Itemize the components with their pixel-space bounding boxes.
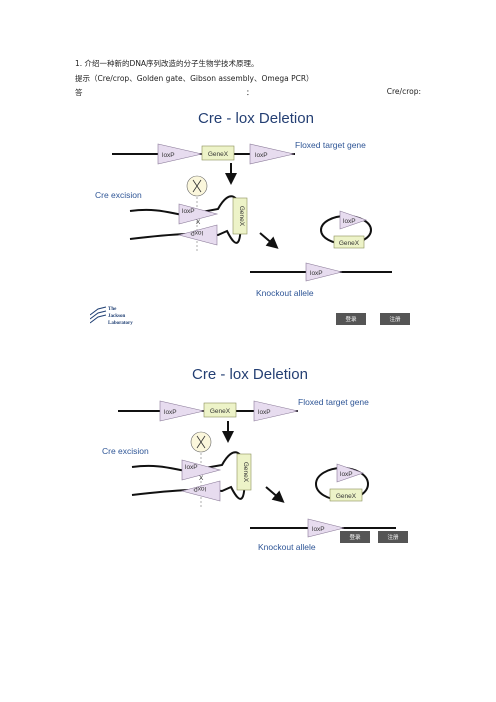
genex-label: GeneX — [336, 493, 357, 500]
loxp-label: loxP — [343, 218, 356, 225]
answer-line: 答 ： Cre/crop: — [75, 87, 421, 98]
loxp-label: loxP — [312, 526, 325, 533]
loxp-label: loxP — [182, 208, 195, 215]
figure-2-svg: Cre - lox Deletion loxP GeneX loxP Floxe… — [102, 366, 408, 550]
loxp-label: loxP — [164, 409, 177, 416]
logo-mark-icon — [90, 306, 107, 324]
loxp-label: loxP — [310, 270, 323, 277]
genex-box — [236, 453, 252, 491]
question-text: 1. 介绍一种新的DNA序列改造的分子生物学技术原理。 — [75, 59, 259, 68]
figure-cre-lox-1: Cre - lox Deletion loxP GeneX loxP Floxe… — [90, 103, 422, 327]
svg-text:登录: 登录 — [349, 533, 361, 541]
scissors-icon — [192, 179, 202, 193]
loxp-triangle — [305, 262, 343, 282]
genex-label: GeneX — [208, 151, 229, 158]
cre-excision-label: Cre excision — [95, 190, 142, 200]
answer-colon: ： — [246, 88, 254, 97]
loxp-triangle — [177, 224, 218, 246]
answer-topic: Cre/crop: — [386, 87, 421, 96]
figure-cre-lox-2: Cre - lox Deletion loxP GeneX loxP Floxe… — [90, 357, 422, 550]
loxp-triangle — [249, 143, 295, 165]
jackson-lab-logo: The Jackson Laboratory — [90, 306, 133, 326]
loxp-label: loxP — [162, 152, 175, 159]
login-button[interactable]: 登录 — [340, 531, 370, 543]
loxp-label: loxP — [185, 464, 198, 471]
cre-excision-label: Cre excision — [102, 446, 149, 456]
loxp-triangle — [307, 518, 345, 538]
loxp-triangle — [157, 143, 203, 165]
figure-title: Cre - lox Deletion — [192, 366, 308, 383]
loxp-triangle — [180, 480, 221, 502]
knockout-allele-label: Knockout allele — [256, 288, 314, 298]
svg-text:注册: 注册 — [387, 533, 399, 541]
genex-label: GeneX — [210, 408, 231, 415]
loxp-triangle — [253, 400, 299, 422]
scissors-icon — [196, 435, 206, 449]
loxp-triangle — [178, 203, 219, 225]
loxp-triangle — [336, 463, 364, 483]
genex-label-vertical: GeneX — [242, 462, 249, 483]
floxed-target-label: Floxed target gene — [298, 397, 369, 407]
hint-text: 提示（Cre/crop、Golden gate、Gibson assembly、… — [75, 74, 314, 83]
knockout-allele-label: Knockout allele — [258, 542, 316, 550]
genex-box — [329, 488, 363, 502]
diagonal-arrow — [259, 232, 279, 249]
floxed-target-label: Floxed target gene — [295, 140, 366, 150]
loxp-label-flipped: loxP — [193, 485, 206, 492]
loxp-label: loxP — [255, 152, 268, 159]
loxp-triangle — [181, 459, 222, 481]
svg-text:The: The — [108, 307, 117, 312]
svg-text:Laboratory: Laboratory — [108, 321, 133, 326]
login-button[interactable]: 登录 — [336, 313, 366, 325]
loxp-label-flipped: loxP — [190, 229, 203, 236]
figure-title: Cre - lox Deletion — [198, 110, 314, 127]
diagonal-arrow — [265, 486, 285, 503]
x-mark: X — [196, 219, 201, 226]
register-button[interactable]: 注册 — [378, 531, 408, 543]
genex-box — [333, 235, 365, 249]
genex-box — [201, 145, 235, 161]
x-mark: X — [199, 475, 204, 482]
svg-text:Jackson: Jackson — [108, 314, 125, 319]
loxp-label: loxP — [340, 471, 353, 478]
genex-box — [232, 197, 248, 235]
svg-text:登录: 登录 — [345, 315, 357, 323]
svg-text:注册: 注册 — [389, 315, 401, 323]
loxp-label: loxP — [258, 409, 271, 416]
genex-label-vertical: GeneX — [238, 206, 245, 227]
answer-label: 答 — [75, 88, 83, 97]
genex-label: GeneX — [339, 240, 360, 247]
loxp-triangle — [339, 210, 367, 230]
figure-1-svg: Cre - lox Deletion loxP GeneX loxP Floxe… — [90, 110, 410, 326]
loxp-triangle — [159, 400, 205, 422]
genex-box — [203, 402, 237, 418]
register-button[interactable]: 注册 — [380, 313, 410, 325]
